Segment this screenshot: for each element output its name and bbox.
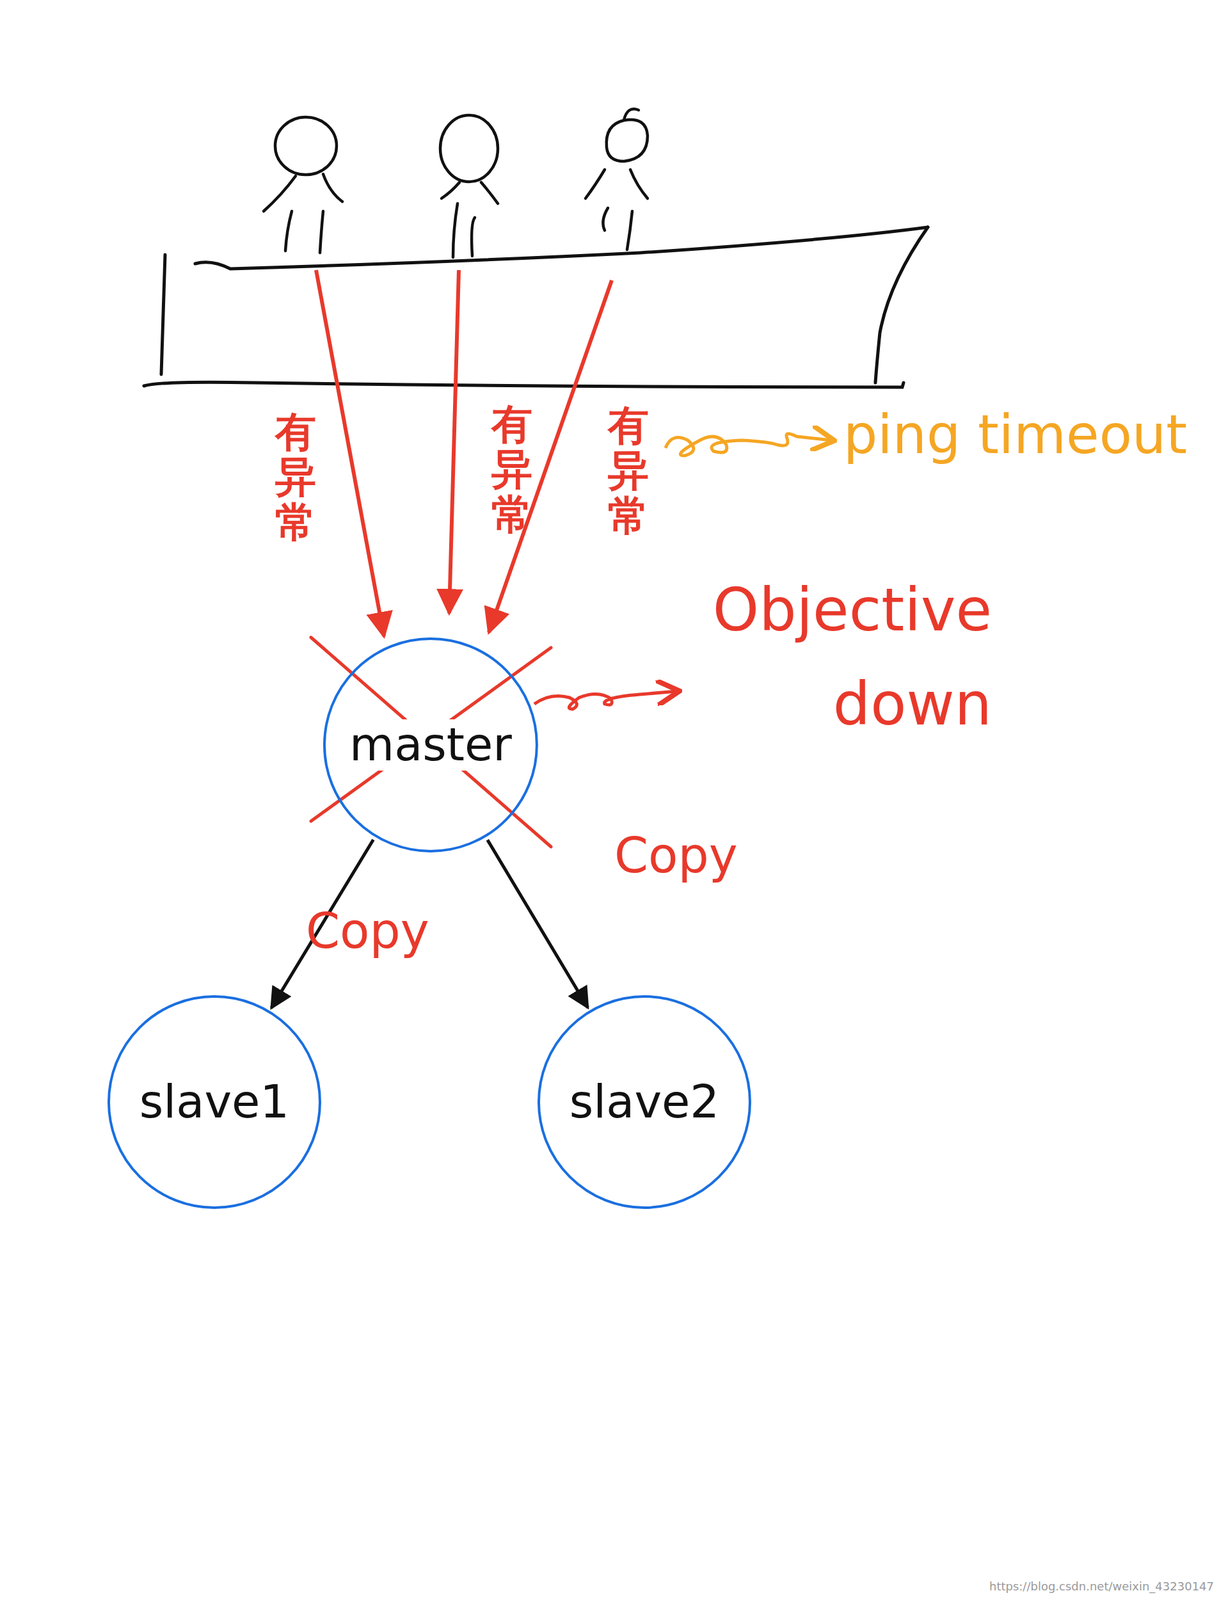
circle-node: slave1 bbox=[106, 994, 322, 1210]
sentinel-figures bbox=[263, 108, 648, 258]
circle-shape bbox=[108, 996, 320, 1208]
circle-node: master bbox=[322, 636, 539, 853]
vertical-note: 有异常 bbox=[275, 409, 317, 545]
edge-label: Copy bbox=[614, 826, 738, 884]
node-label: slave2 bbox=[565, 1076, 724, 1127]
sentinel-band bbox=[143, 227, 928, 388]
circle-shape bbox=[324, 638, 537, 852]
squiggle-arrow bbox=[665, 433, 832, 456]
node-label: master bbox=[345, 719, 516, 770]
annotation: ping timeout bbox=[843, 403, 1188, 466]
squiggle-arrow bbox=[534, 691, 678, 710]
copy-arrow bbox=[487, 839, 589, 1008]
watermark: https://blog.csdn.net/weixin_43230147 bbox=[989, 1579, 1214, 1593]
edge-label: Copy bbox=[305, 902, 430, 960]
vertical-note: 有异常 bbox=[607, 403, 649, 539]
sentinel-ping-arrows bbox=[316, 270, 612, 637]
vertical-note: 有异常 bbox=[491, 401, 533, 537]
circle-shape bbox=[538, 996, 750, 1208]
node-label: slave1 bbox=[135, 1076, 294, 1127]
circle-node: slave2 bbox=[536, 994, 752, 1210]
annotation: Objective down bbox=[691, 563, 992, 752]
